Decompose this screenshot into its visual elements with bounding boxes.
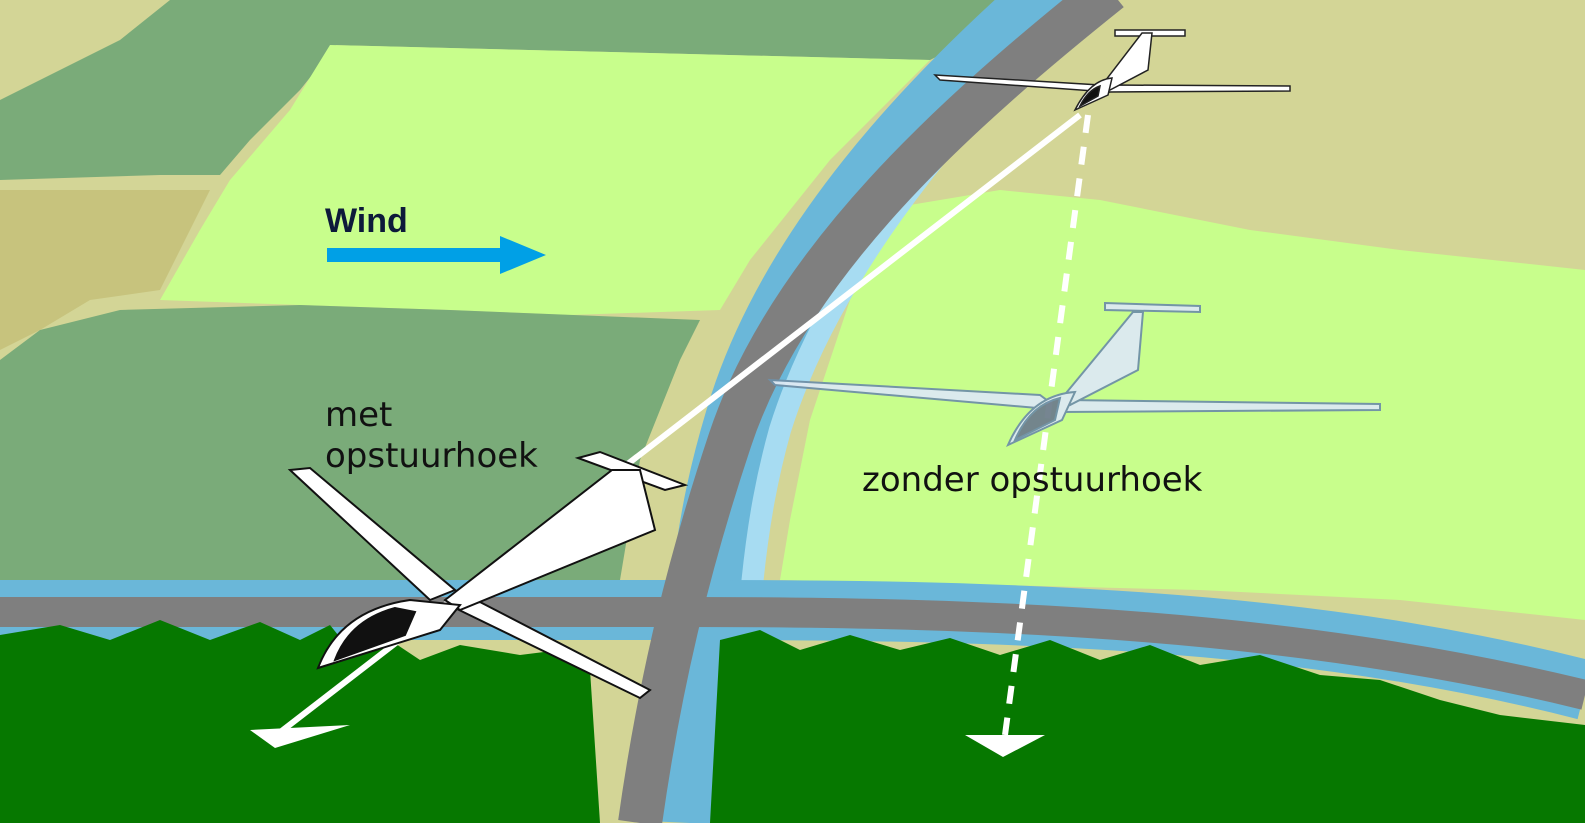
field-left-tan-strip: [0, 190, 210, 350]
field-middle-green: [0, 305, 700, 585]
wind-label: Wind: [325, 202, 408, 240]
track-without-crab-arrowhead: [965, 735, 1045, 757]
field-top-left-green: [0, 0, 360, 180]
glider-icon: [287, 450, 689, 700]
forest-right: [710, 630, 1585, 823]
glider-icon: [933, 29, 1291, 112]
field-wind-light: [160, 45, 930, 315]
track-with-crab-arrowhead: [250, 725, 350, 748]
wind-arrow-icon: [327, 236, 546, 274]
road-horizontal: [0, 597, 1585, 710]
road-curved: [618, 0, 1124, 823]
forest-left: [0, 620, 600, 823]
with-crab-label-line1: met: [325, 395, 392, 435]
track-without-crab: [1002, 114, 1091, 736]
field-top-green: [330, 0, 1010, 60]
without-crab-label: zonder opstuurhoek: [862, 460, 1203, 500]
with-crab-label-line2: opstuurhoek: [325, 436, 538, 476]
glider-icon: [767, 301, 1381, 448]
